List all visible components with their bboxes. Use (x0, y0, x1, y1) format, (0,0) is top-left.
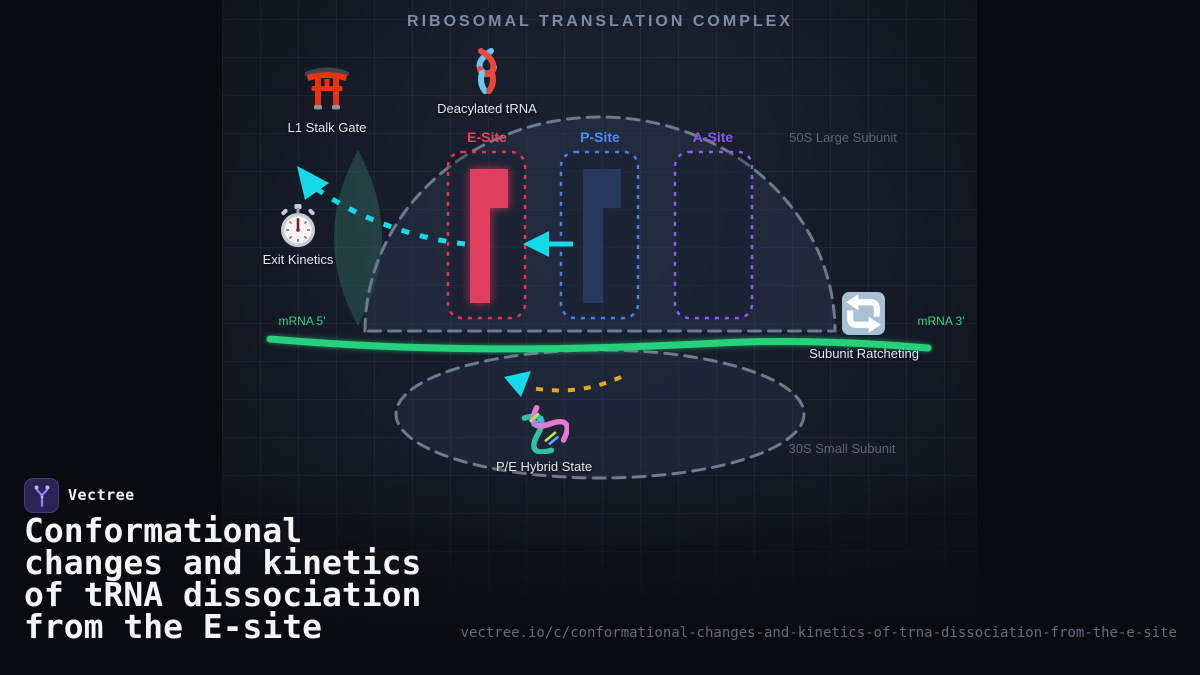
branch-icon (34, 485, 49, 507)
p-site-label: P-Site (580, 129, 620, 145)
stopwatch-icon (281, 204, 315, 247)
a-site-box[interactable] (673, 150, 754, 320)
page-title-line: of tRNA dissociation (24, 575, 422, 614)
e-site-trna-shape (470, 169, 508, 303)
dna-helix-icon (521, 405, 569, 454)
large-subunit-label: 50S Large Subunit (789, 130, 897, 145)
brand-name: Vectree (68, 486, 135, 504)
exit-kinetics-label: Exit Kinetics (262, 252, 334, 267)
ratchet-arrows-icon (842, 292, 885, 335)
page-title-line: Conformational (24, 511, 303, 550)
vectree-logo[interactable] (24, 478, 59, 513)
mrna-5-label: mRNA 5' (278, 314, 326, 328)
page-title: Conformational changes and kinetics of t… (24, 511, 476, 646)
pe-hybrid-state-label: P/E Hybrid State (495, 459, 593, 474)
hybrid-state-path (531, 375, 622, 393)
knot-icon (476, 48, 497, 94)
diagram-title: RIBOSOMAL TRANSLATION COMPLEX (407, 13, 793, 30)
hybrid-path-arrow-head (504, 371, 531, 397)
page-title-line: changes and kinetics (24, 543, 422, 582)
exit-path (312, 184, 466, 247)
mrna-strand (266, 335, 932, 353)
torii-gate-icon (305, 67, 349, 110)
small-subunit-label: 30S Small Subunit (788, 441, 896, 456)
exit-path-arrow-head (297, 166, 329, 200)
page-title-line: from the E-site (24, 607, 323, 646)
deacylated-trna-label: Deacylated tRNA (437, 101, 537, 116)
p-site-trna-shape (583, 169, 621, 303)
e-site-label: E-Site (467, 129, 507, 145)
small-subunit-outline (394, 348, 806, 480)
subunit-ratcheting-label: Subunit Ratcheting (809, 346, 919, 361)
a-site-label: A-Site (692, 129, 734, 145)
mrna-3-label: mRNA 3' (917, 314, 965, 328)
l1-stalk-gate-label: L1 Stalk Gate (287, 120, 367, 135)
translocation-arrow-head (523, 231, 549, 257)
page-url[interactable]: vectree.io/c/conformational-changes-and-… (460, 625, 1177, 641)
